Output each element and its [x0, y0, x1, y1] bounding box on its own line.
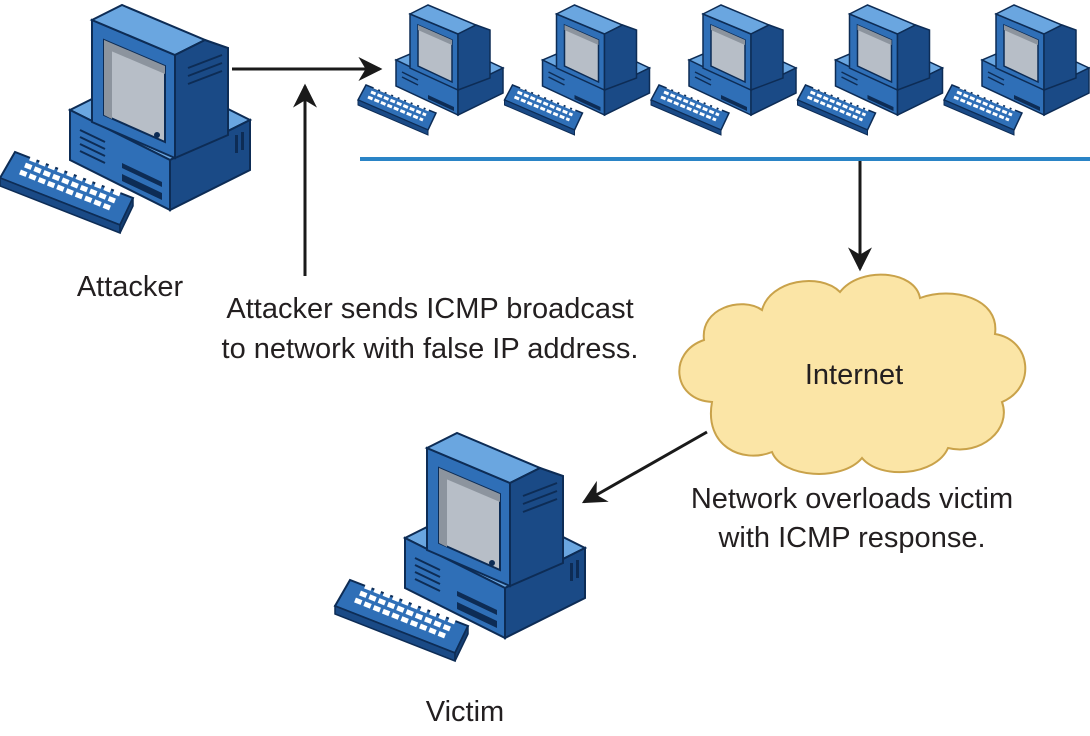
- internet-label: Internet: [805, 359, 903, 391]
- network-computer-icon: [503, 3, 651, 137]
- internet-cloud-icon: [678, 273, 1027, 475]
- broadcast-caption-line-1: Attacker sends ICMP broadcast: [226, 293, 633, 325]
- network-computer-icon: [796, 3, 944, 137]
- victim-label: Victim: [426, 696, 504, 728]
- broadcast-caption-line-2: to network with false IP address.: [222, 333, 639, 365]
- network-computer-icon: [942, 3, 1090, 137]
- overload-caption-line-1: Network overloads victim: [691, 483, 1013, 515]
- network-computers: [356, 3, 1090, 137]
- network-computer-icon: [649, 3, 798, 137]
- internet-to-victim-arrow: [581, 430, 708, 504]
- victim-computer-icon: [335, 433, 585, 661]
- attacker-computer-icon: [0, 5, 250, 233]
- overload-caption-line-2: with ICMP response.: [717, 522, 985, 554]
- attacker-label: Attacker: [77, 271, 184, 303]
